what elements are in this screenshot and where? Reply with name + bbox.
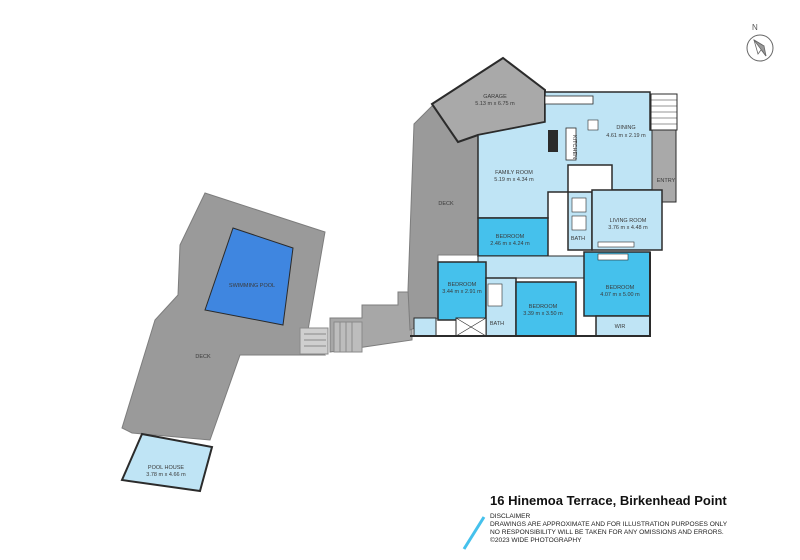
dining-label: DINING (616, 125, 635, 131)
exterior-wall (410, 252, 651, 337)
north-compass-icon: N (746, 23, 774, 62)
pool-steps (299, 327, 329, 355)
wir-label: WIR (615, 324, 626, 330)
garage-size: 5.13 m x 6.75 m (475, 101, 515, 107)
living-room-size: 3.76 m x 4.48 m (608, 225, 648, 231)
hallway (477, 255, 589, 279)
bedroom-3-size: 3.39 m x 3.50 m (523, 311, 563, 317)
bedroom-1 (477, 217, 549, 257)
bath-2-label: BATH (490, 321, 504, 327)
bedroom-2-size: 3.44 m x 2.91 m (442, 289, 482, 295)
living-room-label: LIVING ROOM (610, 218, 647, 224)
kitchen-label: KITCHEN (571, 135, 577, 159)
plan-footer: 16 Hinemoa Terrace, Birkenhead Point DIS… (490, 493, 790, 544)
pool-deck-label: DECK (195, 354, 211, 360)
bedroom-4-label: BEDROOM (606, 285, 635, 291)
bath-1-label: BATH (571, 236, 585, 242)
swimming-pool-label: SWIMMING POOL (229, 283, 275, 289)
garage-label: GARAGE (483, 94, 507, 100)
bedroom-3-label: BEDROOM (529, 304, 558, 310)
compass-label: N (752, 23, 758, 32)
pool-house-label: POOL HOUSE (148, 465, 184, 471)
property-address: 16 Hinemoa Terrace, Birkenhead Point (490, 493, 727, 508)
disclaimer-line-2: NO RESPONSIBILITY WILL BE TAKEN FOR ANY … (490, 529, 724, 536)
bedroom-2-label: BEDROOM (448, 282, 477, 288)
bedroom-4-size: 4.07 m x 5.00 m (600, 292, 640, 298)
main-deck-label: DECK (438, 201, 454, 207)
bedroom-4 (583, 251, 651, 317)
brand-slash-icon (462, 516, 486, 550)
disclaimer-title: DISCLAIMER (490, 513, 531, 520)
pool-deck (121, 192, 326, 441)
family-room-label: FAMILY ROOM (495, 170, 533, 176)
bedroom-1-size: 2.46 m x 4.24 m (490, 241, 530, 247)
disclaimer-line-1: DRAWINGS ARE APPROXIMATE AND FOR ILLUSTR… (490, 521, 728, 528)
dining-size: 4.61 m x 2.19 m (606, 133, 646, 139)
pool-house-size: 3.78 m x 4.66 m (146, 472, 186, 478)
pool-house (120, 432, 214, 493)
copyright: ©2023 WIDE PHOTOGRAPHY (490, 537, 582, 544)
swimming-pool (204, 227, 294, 326)
bedroom-1-label: BEDROOM (496, 234, 525, 240)
living-room (591, 189, 663, 251)
entry-label: ENTRY (657, 178, 676, 184)
family-room-size: 5.19 m x 4.34 m (494, 177, 534, 183)
